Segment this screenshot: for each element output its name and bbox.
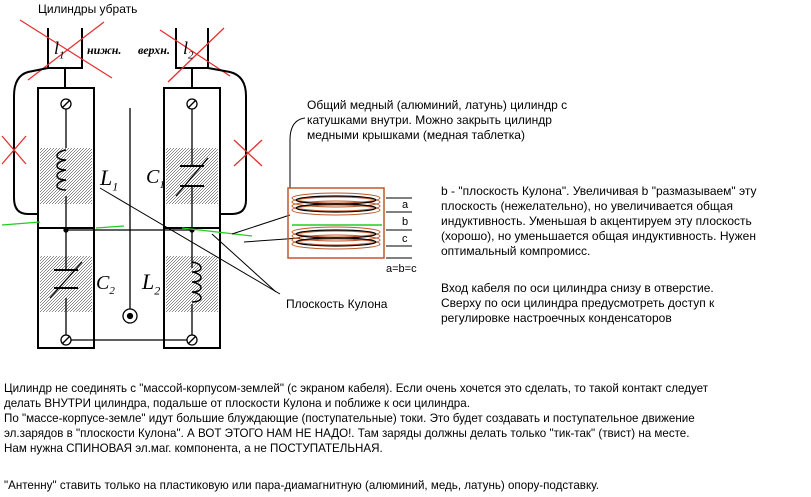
cylinder-note: Общий медный (алюминий, латунь) цилиндр … [307, 98, 568, 142]
coulomb-plane-line [1, 221, 253, 237]
plane-b-note: b - "плоскость Кулона". Увеличивая b "ра… [441, 184, 757, 258]
gap-marks [386, 197, 412, 259]
gap-c-label: c [402, 233, 408, 245]
bottom-note: Цилиндр не соединять с "массой-корпусом-… [4, 382, 709, 455]
gap-equality-label: a=b=c [386, 263, 417, 275]
l1-label: l1 [54, 38, 65, 62]
terminal-l2 [175, 28, 209, 88]
lower-label: нижн. [87, 43, 122, 57]
gap-a-label: a [402, 199, 409, 211]
block-l1 [40, 148, 92, 204]
coulomb-plane-label: Плоскость Кулона [286, 297, 388, 311]
L1-label: L1 [100, 165, 119, 194]
remove-cross-top [19, 19, 231, 83]
pointer-lines [99, 117, 306, 295]
remove-cylinders-label: Цилиндры убрать [38, 2, 138, 16]
gap-b-label: b [402, 216, 409, 228]
copper-cylinder [287, 187, 385, 259]
screw-terminals [60, 98, 198, 346]
l2-label: l2 [183, 38, 194, 62]
capacitor-c1-icon [175, 157, 209, 197]
internal-wiring [65, 108, 193, 341]
remove-cross-side [1, 135, 263, 167]
coil-l2-icon [191, 261, 202, 303]
antenna-note: "Антенну" ставить только на пластиковую … [4, 479, 600, 492]
capacitor-c2-icon [49, 261, 83, 299]
C1-label: C1 [146, 166, 165, 191]
C2-label: C2 [96, 272, 115, 297]
terminal-l1 [47, 28, 83, 88]
L2-label: L2 [142, 269, 161, 298]
cable-note: Вход кабеля по оси цилиндра снизу в отве… [441, 281, 715, 325]
upper-label: верхн. [138, 43, 170, 57]
coil-l1-icon [56, 149, 67, 191]
outer-wire-loops [13, 67, 247, 215]
